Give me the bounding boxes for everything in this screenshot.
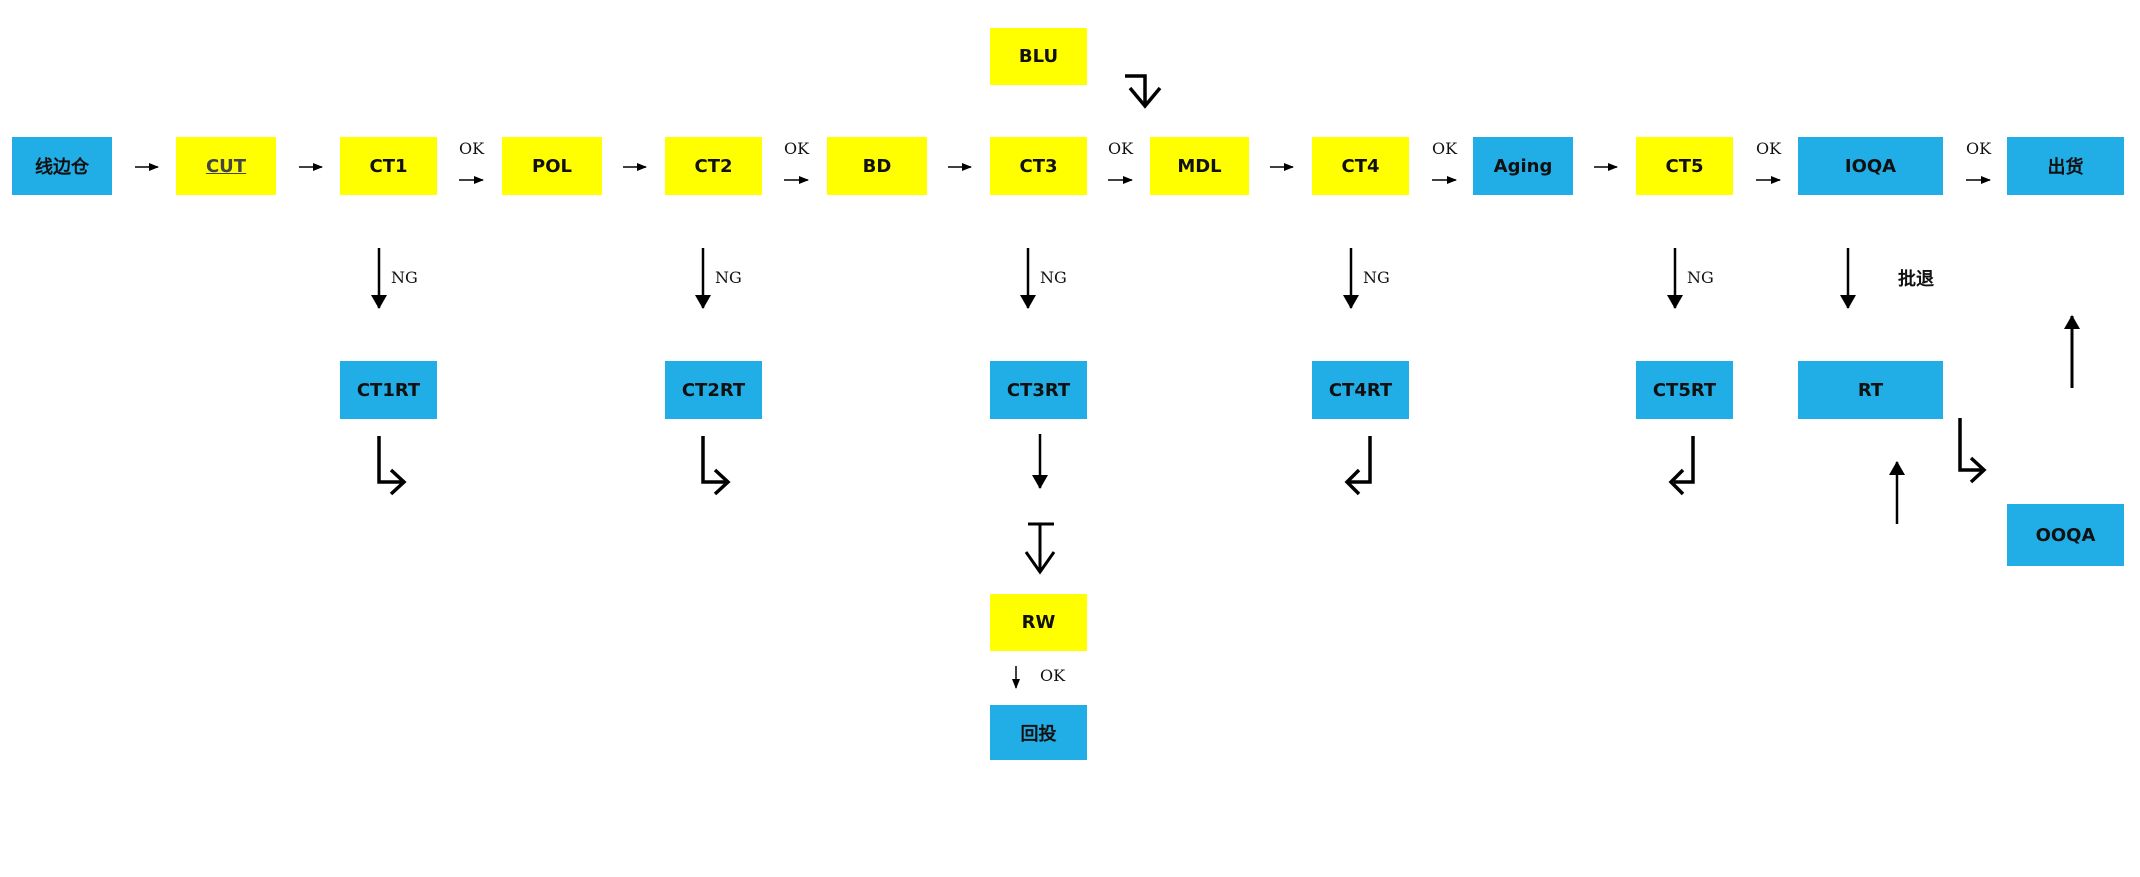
arrow-ct1rt-return [377, 436, 402, 484]
node-ct1-label: CT1 [369, 155, 408, 177]
ng-label-ct3: NG [1040, 268, 1067, 287]
ok-label-ct1: OK [459, 139, 485, 158]
node-rw-label: RW [1021, 612, 1056, 633]
node-ioqa-label: IOQA [1844, 155, 1897, 177]
node-ct5[interactable]: CT5 [1636, 137, 1733, 195]
node-ct3[interactable]: CT3 [990, 137, 1087, 195]
ok-label-ct4: OK [1432, 139, 1458, 158]
ok-label-rw: OK [1040, 666, 1066, 685]
ng-label-ct5: NG [1687, 268, 1714, 287]
ok-label-ct5: OK [1756, 139, 1782, 158]
node-line-warehouse-label: 线边仓 [35, 157, 89, 178]
node-reinput-label: 回投 [1020, 723, 1057, 745]
node-pol-label: POL [532, 155, 572, 177]
node-ooqa[interactable]: OOQA [2007, 504, 2124, 566]
node-ct1rt-label: CT1RT [356, 379, 421, 401]
node-ct2rt[interactable]: CT2RT [665, 361, 762, 419]
node-shipment[interactable]: 出货 [2007, 137, 2124, 195]
node-ct3rt-label: CT3RT [1006, 379, 1071, 401]
node-ct4-label: CT4 [1341, 155, 1380, 177]
node-ct4rt-label: CT4RT [1328, 379, 1393, 401]
node-ct4rt[interactable]: CT4RT [1312, 361, 1409, 419]
node-cut[interactable]: CUT [176, 137, 276, 195]
node-aging-label: Aging [1493, 155, 1553, 177]
node-ct3-label: CT3 [1019, 155, 1058, 177]
arrow-ct2rt-return [701, 436, 726, 484]
node-ct1rt[interactable]: CT1RT [340, 361, 437, 419]
node-pol[interactable]: POL [502, 137, 602, 195]
node-ct2[interactable]: CT2 [665, 137, 762, 195]
node-ioqa[interactable]: IOQA [1798, 137, 1943, 195]
node-aging[interactable]: Aging [1473, 137, 1573, 195]
node-rt-label: RT [1857, 379, 1884, 401]
node-ooqa-label: OOQA [2035, 524, 2096, 546]
node-blu-label: BLU [1018, 46, 1059, 67]
node-ct5-label: CT5 [1665, 155, 1704, 177]
arrow-ct4rt-return [1349, 436, 1372, 484]
node-reinput[interactable]: 回投 [990, 705, 1087, 760]
node-ct3rt[interactable]: CT3RT [990, 361, 1087, 419]
node-ct5rt-label: CT5RT [1652, 379, 1717, 401]
arrow-ct5rt-return [1674, 436, 1695, 484]
ok-label-ioqa: OK [1966, 139, 1992, 158]
node-bd[interactable]: BD [827, 137, 927, 195]
node-ct4[interactable]: CT4 [1312, 137, 1409, 195]
node-ct2rt-label: CT2RT [681, 379, 746, 401]
node-rt[interactable]: RT [1798, 361, 1943, 419]
ng-label-ct2: NG [715, 268, 742, 287]
batch-reject-label: 批退 [1898, 269, 1934, 290]
node-ct2-label: CT2 [694, 155, 733, 177]
arrow-rt-ooqa [1958, 418, 1983, 472]
ng-label-ct1: NG [391, 268, 418, 287]
horizontal-flow-arrows [135, 163, 1991, 184]
node-shipment-label: 出货 [2047, 157, 2084, 178]
node-mdl[interactable]: MDL [1150, 137, 1249, 195]
node-ct1[interactable]: CT1 [340, 137, 437, 195]
node-bd-label: BD [862, 155, 892, 177]
node-cut-link[interactable]: CUT [205, 155, 247, 177]
node-rw[interactable]: RW [990, 594, 1087, 651]
ng-label-ct4: NG [1363, 268, 1390, 287]
ok-label-ct2: OK [784, 139, 810, 158]
node-blu[interactable]: BLU [990, 28, 1087, 85]
node-mdl-label: MDL [1177, 155, 1222, 177]
arrow-blu-ct3 [1125, 74, 1147, 104]
node-ct5rt[interactable]: CT5RT [1636, 361, 1733, 419]
node-line-warehouse[interactable]: 线边仓 [12, 137, 112, 195]
ok-label-ct3: OK [1108, 139, 1134, 158]
ng-arrows [371, 248, 1856, 309]
